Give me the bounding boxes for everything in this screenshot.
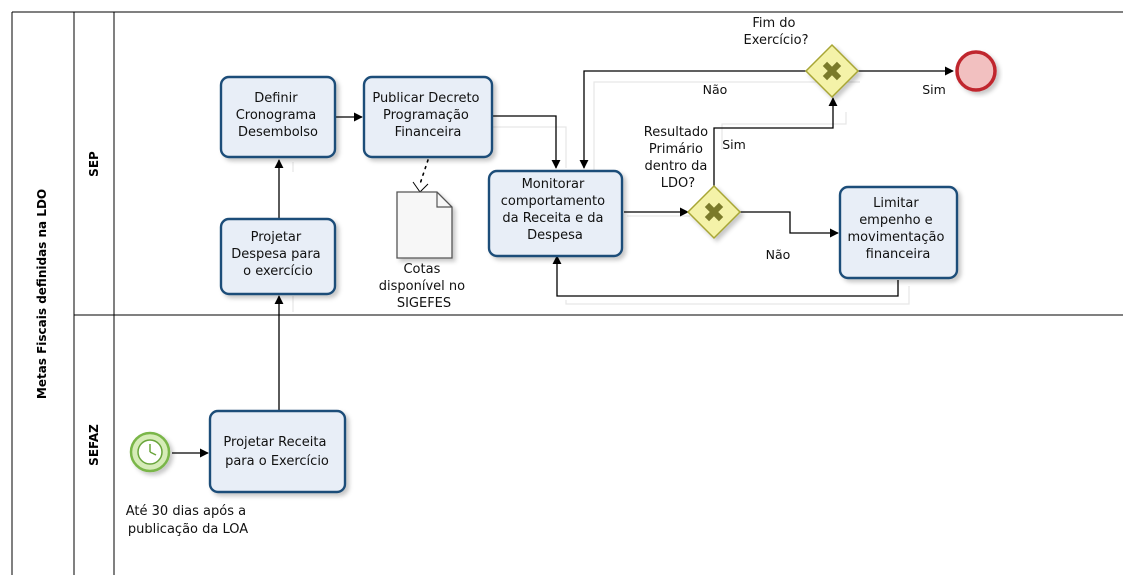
lane-title-sep: SEP — [87, 151, 101, 177]
task-label-line: Despesa — [527, 228, 583, 243]
flow-label-nao-resultado: Não — [766, 247, 791, 262]
flow-publicar-to-monitorar — [493, 115, 561, 169]
task-label-line: Financeira — [395, 125, 462, 140]
task-label-line: Publicar Decreto — [372, 91, 479, 106]
task-label-line: Desembolso — [238, 125, 318, 140]
task-projetar-receita[interactable]: Projetar Receita para o Exercício — [208, 409, 347, 494]
svg-text:Monitorar comportamento: Monitorar comportamento da Receita e da … — [501, 177, 609, 243]
start-timer-event[interactable] — [129, 431, 171, 473]
svg-text:Limitar empenho e: Limitar empenho e movimentação financeir… — [847, 196, 948, 262]
task-label-line: para o Exercício — [225, 454, 329, 469]
task-monitorar-comportamento[interactable]: Monitorar comportamento da Receita e da … — [487, 169, 624, 258]
association-line — [419, 159, 429, 185]
flow-fim-nao — [579, 70, 806, 169]
end-event[interactable] — [955, 50, 997, 92]
task-projetar-despesa[interactable]: Projetar Despesa para o exercício — [219, 217, 337, 296]
gateway-x-icon — [704, 202, 724, 222]
svg-text:Publicar Decreto Program: Publicar Decreto Programação Financeira — [372, 91, 483, 140]
flow-limitar-to-monitorar — [552, 255, 899, 297]
task-label-line: o exercício — [243, 264, 313, 279]
gateway-fim-do-exercicio[interactable] — [804, 43, 860, 99]
task-label-line: movimentação — [847, 230, 944, 245]
flow-label-nao-fim: Não — [703, 82, 728, 97]
task-label-line: Despesa para — [231, 247, 320, 262]
association-arrowhead — [412, 181, 429, 193]
task-label-line: Programação — [383, 108, 469, 123]
data-object-label: Cotas disponível no SIGEFES — [379, 262, 469, 311]
gateway-resultado-primario[interactable] — [686, 184, 742, 240]
flow-resultado-sim — [713, 97, 838, 186]
sequence-flows — [172, 66, 954, 458]
task-label-line: da Receita e da — [502, 211, 603, 226]
gateway-label-fim: Fim do Exercício? — [744, 16, 809, 48]
flow-label-sim-fim: Sim — [922, 82, 946, 97]
gateway-label-resultado: Resultado Primário dentro da LDO? — [644, 125, 712, 191]
task-definir-cronograma[interactable]: Definir Cronograma Desembolso — [219, 75, 337, 159]
task-label-line: Limitar — [873, 196, 919, 211]
task-label-line: empenho e — [859, 213, 932, 228]
flow-label-sim-resultado: Sim — [722, 137, 746, 152]
flow-resultado-nao — [740, 211, 839, 238]
gateway-x-icon — [822, 61, 842, 81]
pool-title: Metas Fiscais definidas na LDO — [35, 189, 49, 399]
clock-hand — [149, 451, 157, 456]
task-limitar-empenho[interactable]: Limitar empenho e movimentação financeir… — [838, 185, 959, 280]
task-label-line: Definir — [254, 91, 298, 106]
task-label-line: Projetar — [251, 230, 302, 245]
svg-text:Definir Cronograma: Definir Cronograma Desembolso — [236, 91, 321, 140]
data-object-cotas[interactable] — [396, 191, 453, 259]
task-label-line: comportamento — [501, 194, 605, 209]
svg-text:Projetar Despesa para: Projetar Despesa para o exercício — [231, 230, 325, 279]
task-label-line: financeira — [866, 247, 931, 262]
task-publicar-decreto[interactable]: Publicar Decreto Programação Financeira — [362, 75, 494, 159]
lane-title-sefaz: SEFAZ — [87, 424, 101, 466]
svg-text:Projetar Receita para o: Projetar Receita para o Exercício — [223, 435, 330, 469]
start-event-label: Até 30 dias após a publicação da LOA — [126, 504, 251, 537]
pool-frame — [11, 11, 1123, 575]
connector-shadows — [292, 81, 910, 312]
task-label-line: Projetar Receita — [223, 435, 326, 450]
task-label-line: Monitorar — [522, 177, 585, 192]
task-label-line: Cronograma — [236, 108, 316, 123]
